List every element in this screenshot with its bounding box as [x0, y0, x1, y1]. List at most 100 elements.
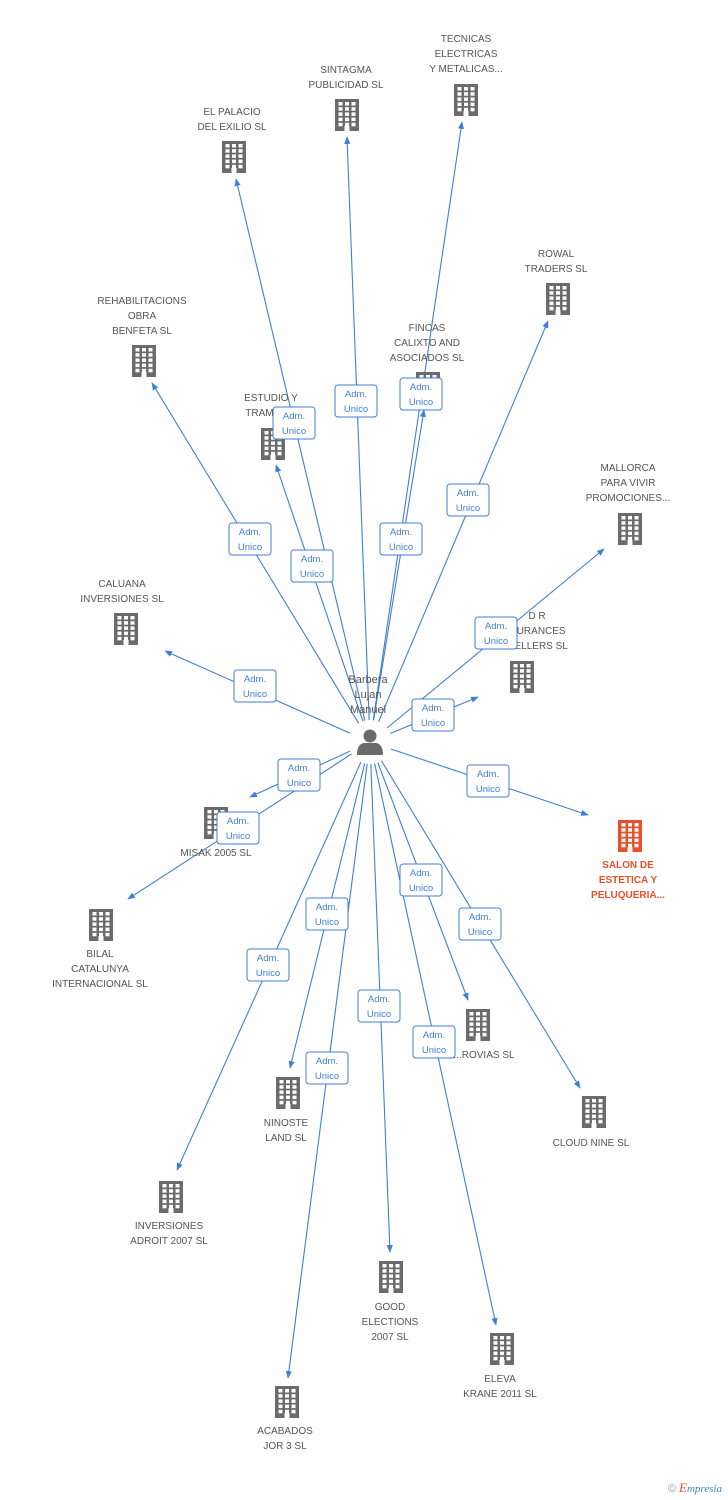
- relation-label: Adm.: [410, 868, 432, 879]
- edge-rowal: [378, 320, 549, 722]
- company-name-line: TRAMITA...: [245, 408, 296, 419]
- company-name-line: ESTUDIO Y: [244, 393, 298, 404]
- relation-badge-rowal[interactable]: Adm.Unico: [446, 483, 490, 517]
- relation-badge-cloud[interactable]: Adm.Unico: [458, 907, 502, 941]
- company-name-line: ...ROVIAS SL: [453, 1050, 515, 1061]
- company-node-palacio[interactable]: EL PALACIO DEL EXILIO SL: [197, 107, 267, 173]
- relation-label: Unico: [422, 1045, 446, 1056]
- relation-label: Adm.: [301, 554, 323, 565]
- building-icon: [335, 99, 359, 131]
- relation-label: Unico: [243, 689, 267, 700]
- relation-badge-rehab[interactable]: Adm.Unico: [228, 522, 272, 556]
- company-name-line: FINCAS: [409, 323, 446, 334]
- relation-badge-good[interactable]: Adm.Unico: [357, 989, 401, 1023]
- company-name-line: BENFETA SL: [112, 326, 172, 337]
- relation-label: Adm.: [257, 953, 279, 964]
- company-name-line: EL PALACIO: [203, 107, 260, 118]
- company-name-line: SALON DE: [602, 860, 654, 871]
- relation-label: Unico: [476, 784, 500, 795]
- copyright-symbol: ©: [667, 1483, 676, 1495]
- relation-badge-acabados[interactable]: Adm.Unico: [305, 1051, 349, 1085]
- company-node-cloud[interactable]: CLOUD NINE SL: [553, 1096, 630, 1149]
- relation-label: Adm.: [288, 763, 310, 774]
- person-icon: [357, 729, 383, 755]
- relation-badge-estudio[interactable]: Adm.Unico: [290, 549, 334, 583]
- company-name-line: MISAK 2005 SL: [180, 848, 252, 859]
- building-icon: [275, 1386, 299, 1418]
- building-icon: [582, 1096, 606, 1128]
- relation-badge-mallorca[interactable]: Adm. Unico: [474, 616, 518, 650]
- relation-badge-caluana[interactable]: Adm.Unico: [233, 669, 277, 703]
- relation-badge-rovias[interactable]: Adm.Unico: [399, 863, 443, 897]
- company-name-line: CATALUNYA: [71, 964, 129, 975]
- company-name-line: BILAL: [86, 949, 114, 960]
- company-node-dr[interactable]: D R...URANCES...ELLERS SL: [506, 611, 568, 693]
- company-node-rovias[interactable]: ...ROVIAS SL: [453, 1009, 515, 1061]
- company-name-line: REHABILITACIONS: [97, 296, 187, 307]
- company-name-line: ...URANCES: [508, 626, 566, 637]
- brand-watermark[interactable]: ©Empresia: [668, 1480, 722, 1496]
- building-icon: [490, 1333, 514, 1365]
- relation-label: Unico: [315, 917, 339, 928]
- relation-label: Unico: [315, 1071, 339, 1082]
- relation-label: Unico: [256, 968, 280, 979]
- relation-badge-misak[interactable]: Adm.Unico: [277, 758, 321, 792]
- relation-badge-tecnicas[interactable]: Adm.Unico: [399, 377, 443, 411]
- relation-badge-fincas[interactable]: Adm.Unico: [379, 522, 423, 556]
- relation-badge-ninoste[interactable]: Adm. Unico: [305, 897, 349, 931]
- relation-label: Adm.: [469, 912, 491, 923]
- company-name-line: ELECTRICAS: [435, 49, 498, 60]
- relation-label: Adm.: [345, 389, 367, 400]
- company-name-line: DEL EXILIO SL: [197, 122, 267, 133]
- relation-label: Adm.: [390, 527, 412, 538]
- person-name-line: Barbera: [348, 674, 388, 686]
- relation-label: Adm.: [485, 621, 507, 632]
- relation-label: Unico: [484, 636, 508, 647]
- company-name-line: PARA VIVIR: [601, 478, 656, 489]
- relation-badge-bilal[interactable]: Adm.Unico: [216, 811, 260, 845]
- company-name-line: CLOUD NINE SL: [553, 1138, 630, 1149]
- company-name-line: ...ELLERS SL: [506, 641, 568, 652]
- building-icon: [276, 1077, 300, 1109]
- relation-label: Adm.: [368, 994, 390, 1005]
- person-name-line: Manuel: [350, 704, 386, 716]
- relation-label: Adm.: [316, 902, 338, 913]
- building-icon: [114, 613, 138, 645]
- relation-label: Adm.: [283, 411, 305, 422]
- company-name-line: ROWAL: [538, 249, 575, 260]
- company-name-line: LAND SL: [265, 1133, 307, 1144]
- building-icon: [132, 345, 156, 377]
- company-name-line: PUBLICIDAD SL: [308, 80, 383, 91]
- relation-badge-dr[interactable]: Adm.Unico: [411, 698, 455, 732]
- badges-layer: Adm.UnicoAdm.UnicoAdm.UnicoAdm.UnicoAdm.…: [216, 377, 518, 1085]
- company-name-line: ESTETICA Y: [599, 875, 658, 886]
- company-name-line: CALUANA: [98, 579, 146, 590]
- building-icon: [222, 141, 246, 173]
- building-icon: [89, 909, 113, 941]
- relation-badge-inversiones[interactable]: Adm. Unico: [246, 948, 290, 982]
- edge-palacio: [234, 178, 366, 721]
- relation-badge-eleva[interactable]: Adm.Unico: [412, 1025, 456, 1059]
- relation-badge-sintagma[interactable]: Adm.Unico: [334, 384, 378, 418]
- relation-label: Unico: [238, 542, 262, 553]
- company-name-line: ASOCIADOS SL: [390, 353, 465, 364]
- edge-estudio: [275, 464, 364, 722]
- relation-badge-salon[interactable]: Adm.Unico: [466, 764, 510, 798]
- relation-badge-palacio[interactable]: Adm.Unico: [272, 406, 316, 440]
- building-icon: [510, 661, 534, 693]
- building-icon: [466, 1009, 490, 1041]
